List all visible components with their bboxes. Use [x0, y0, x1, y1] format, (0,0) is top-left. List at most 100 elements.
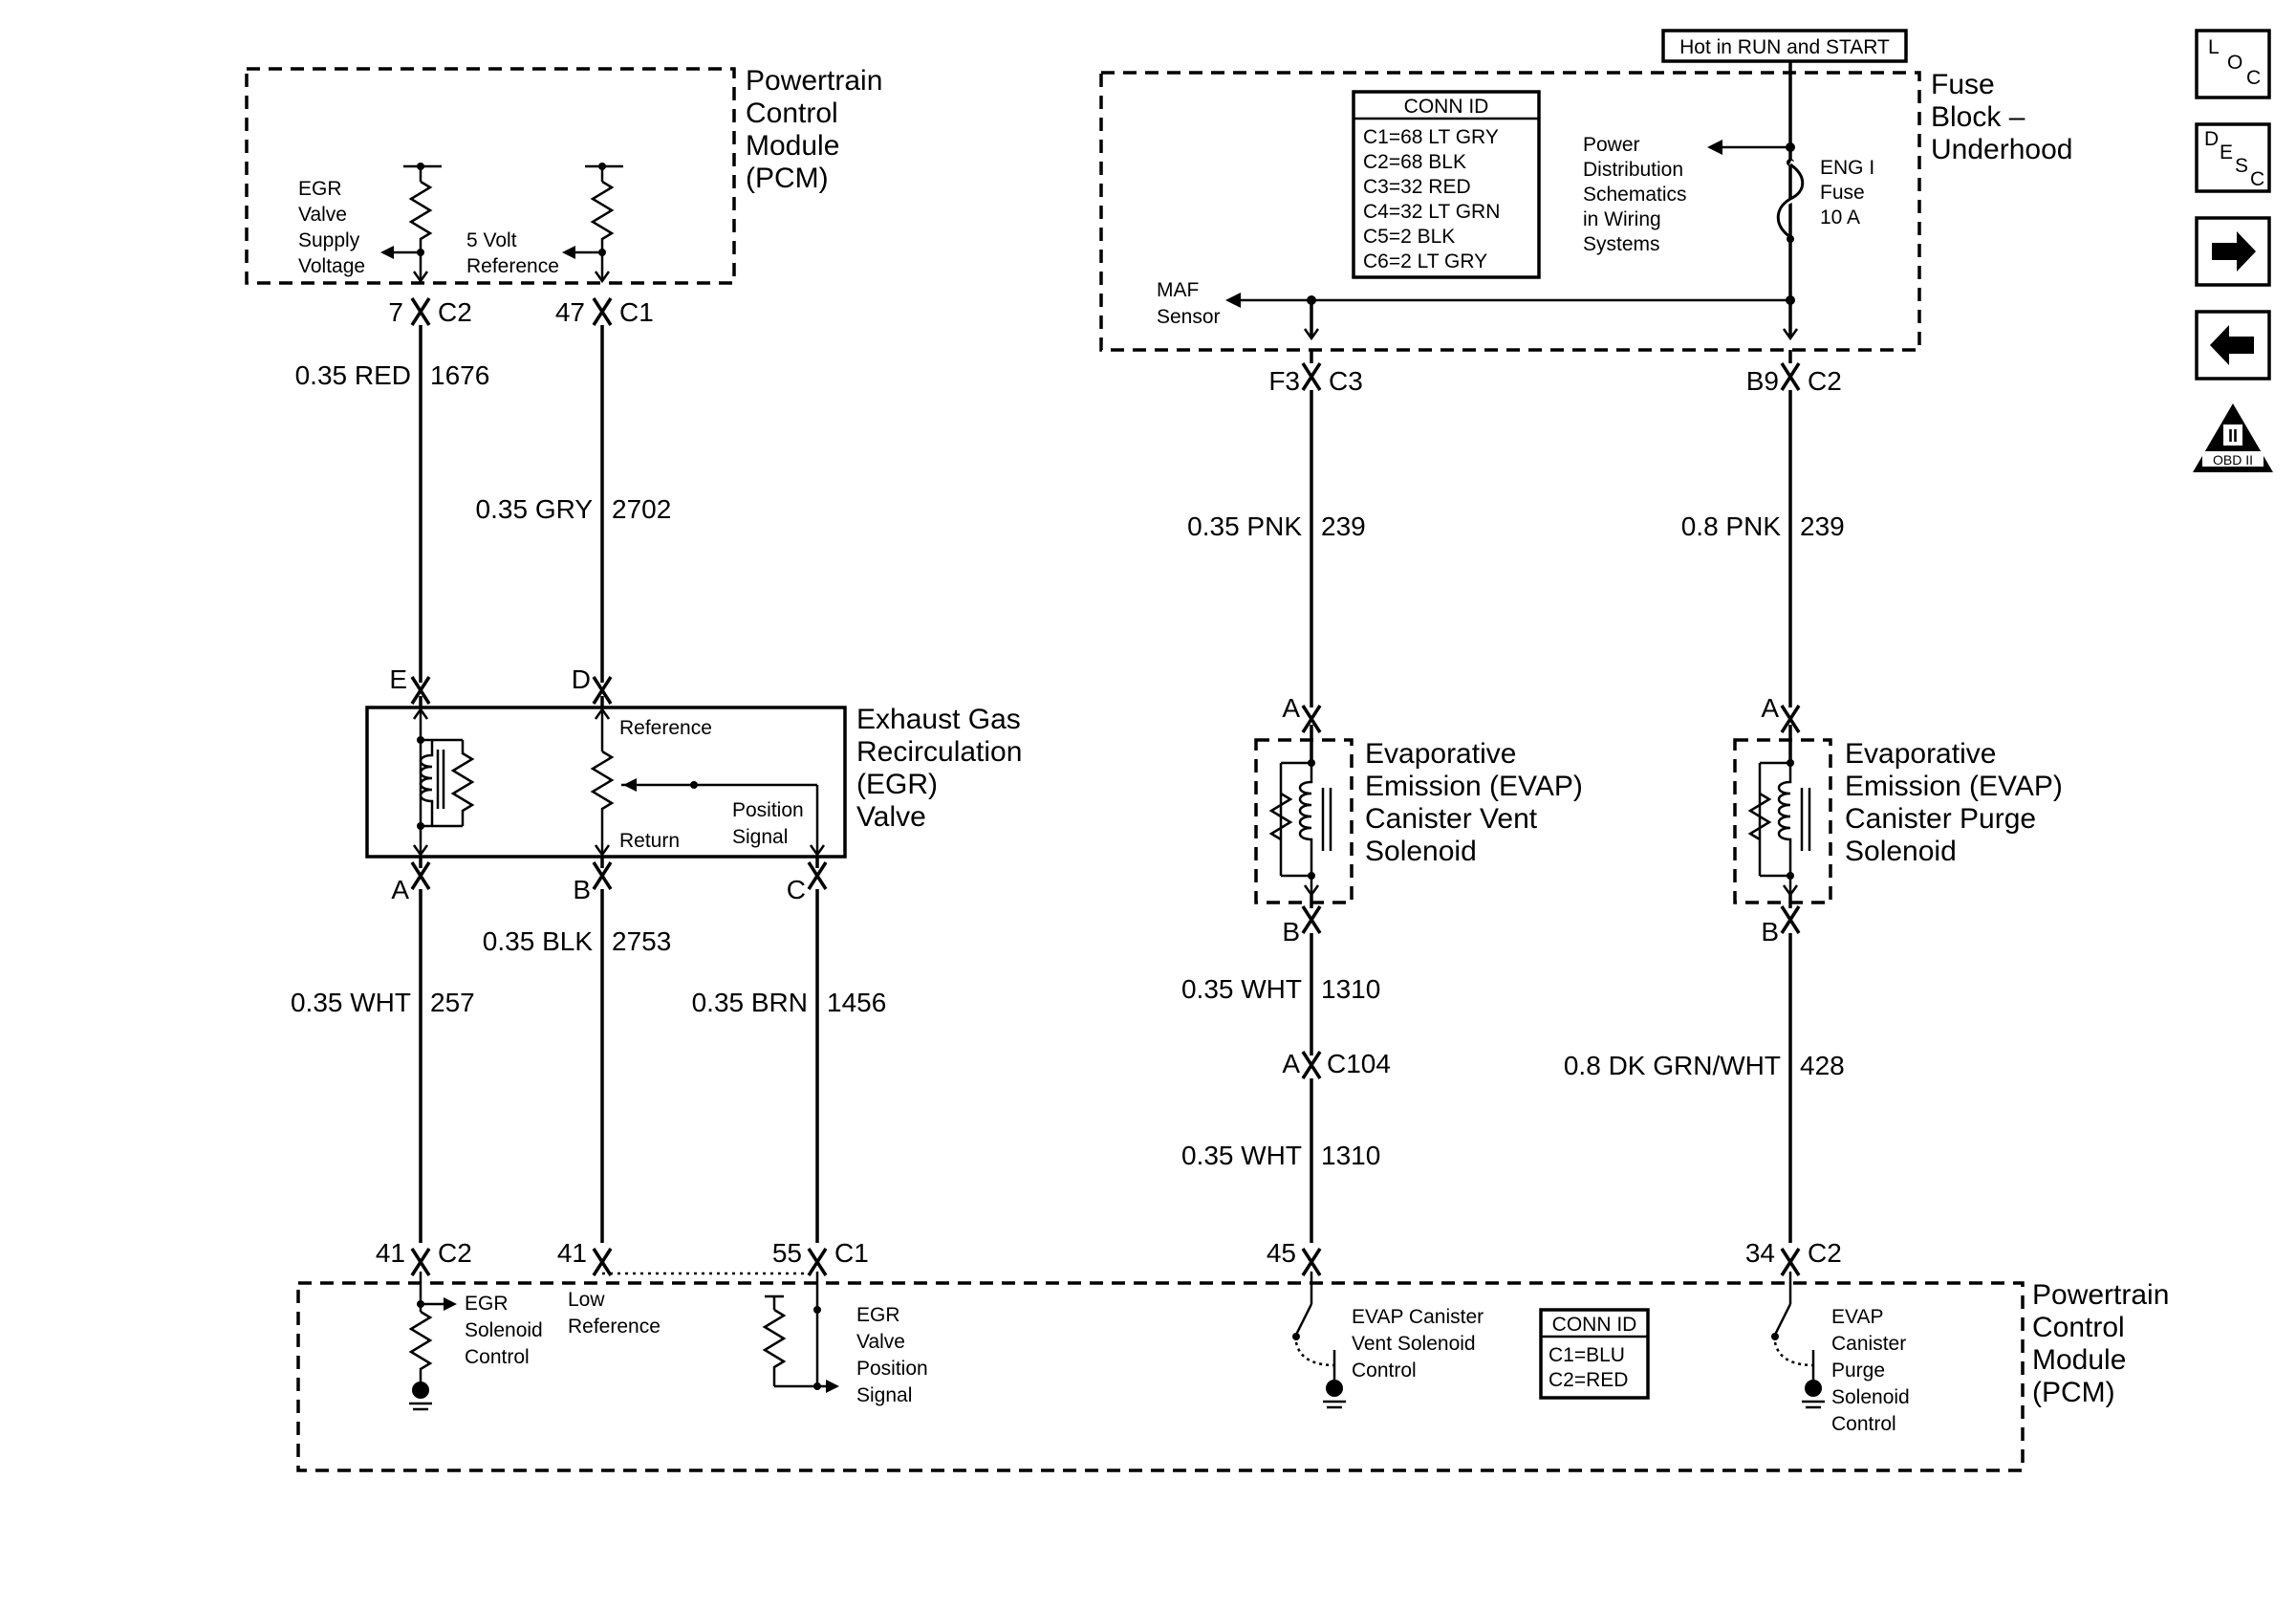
fuse-conn-c2: C2=68 BLK	[1363, 151, 1466, 173]
egr-coil-resistor	[450, 740, 475, 826]
pcm-conn-id-title: CONN ID	[1552, 1314, 1637, 1336]
egr-sol-ctrl-label-2: Solenoid	[465, 1319, 543, 1341]
egr-valve-title-4: Valve	[856, 801, 926, 833]
connector-c2-fuse: C2	[1808, 366, 1842, 396]
fuse-block: Hot in RUN and START Fuse Block – Underh…	[1099, 29, 2072, 352]
fuse-block-pins: F3 C3 B9 C2	[1268, 350, 1842, 396]
loc-icon-c: C	[2246, 67, 2261, 89]
power-dist-label-1: Power	[1583, 134, 1640, 156]
egr-position-label-1: Position	[732, 799, 804, 821]
fuse-block-title-1: Fuse	[1931, 69, 1995, 100]
wire-brn-label: 0.35 BRN	[692, 988, 808, 1017]
pin-47: 47	[555, 297, 585, 327]
obd-ii-label: OBD II	[2213, 452, 2253, 468]
pcm-conn-c2: C2=RED	[1549, 1369, 1628, 1391]
previous-page-button[interactable]	[2195, 310, 2271, 381]
egr-supply-label-4: Voltage	[298, 255, 365, 277]
vent-title-1: Evaporative	[1365, 738, 1516, 770]
power-dist-label-2: Distribution	[1583, 159, 1683, 181]
wire-pnk1-label: 0.35 PNK	[1187, 511, 1302, 541]
hot-in-run-label-box	[1661, 29, 1908, 63]
right-lower-wires: A C104 0.35 WHT 1310 0.35 WHT 1310 0.8 D…	[1181, 933, 1845, 1243]
wire-blk-number: 2753	[612, 926, 671, 956]
egr-supply-resistor	[408, 180, 433, 250]
pin-34: 34	[1745, 1238, 1775, 1268]
vent-title-2: Emission (EVAP)	[1365, 771, 1583, 802]
top-pcm-title-3: Module	[746, 130, 839, 162]
egr-sol-ctrl-label-1: EGR	[465, 1293, 509, 1315]
wire-gry-label: 0.35 GRY	[476, 494, 594, 524]
low-ref-label-2: Reference	[568, 1316, 661, 1338]
pin-55: 55	[772, 1238, 802, 1268]
egr-supply-label-2: Valve	[298, 204, 347, 226]
fuse-block-conn-id-table	[1352, 90, 1541, 279]
fuse-conn-c4: C4=32 LT GRN	[1363, 201, 1500, 223]
desc-icon-d: D	[2204, 128, 2219, 150]
connector-c2-bottom: C2	[438, 1238, 472, 1268]
vent-solenoid-coil	[1298, 763, 1313, 893]
top-left-pins: 7 C2 47 C1	[388, 296, 654, 327]
obd-ii-mark: II	[2228, 426, 2238, 446]
obd-ii-button[interactable]: II OBD II	[2193, 403, 2273, 472]
egr-valve-title-1: Exhaust Gas	[856, 704, 1021, 735]
eng-i-fuse	[1769, 160, 1811, 242]
wire-dkgrn-number: 428	[1800, 1051, 1845, 1080]
connector-c2-bottom-right: C2	[1808, 1238, 1842, 1268]
wire-pnk2-number: 239	[1800, 511, 1845, 541]
bottom-pcm-boundary	[296, 1281, 2025, 1472]
egr-pos-label-2: Valve	[856, 1331, 905, 1353]
fuse-block-boundary	[1099, 71, 1921, 352]
wire-pnk2-label: 0.8 PNK	[1681, 511, 1782, 541]
top-pcm-title-1: Powertrain	[746, 65, 882, 97]
5v-reference-resistor	[590, 180, 615, 250]
purge-ctrl-label-1: EVAP	[1831, 1306, 1883, 1328]
bottom-pcm: 41 C2 41 55 C1 45 34 C2 Powertrain Contr…	[296, 1238, 2169, 1472]
egr-solenoid-control-driver	[408, 1310, 433, 1382]
pcm-conn-c1: C1=BLU	[1549, 1344, 1625, 1366]
low-ref-label-1: Low	[568, 1289, 605, 1311]
egr-position-label-2: Signal	[732, 826, 788, 848]
pin-c-egr: C	[787, 875, 806, 904]
maf-sensor-label-1: MAF	[1157, 279, 1199, 301]
connector-c1-bottom: C1	[834, 1238, 869, 1268]
connector-c104: C104	[1327, 1049, 1391, 1078]
egr-supply-label-1: EGR	[298, 178, 342, 200]
egr-supply-label-3: Supply	[298, 229, 360, 251]
arrow-left-icon	[2210, 325, 2254, 365]
evap-purge-solenoid: A Evaporative Emission (EVAP) Canister P…	[1733, 693, 2063, 946]
wire-blk-label: 0.35 BLK	[483, 926, 594, 956]
purge-solenoid-boundary	[1733, 738, 1832, 904]
pin-b-vent: B	[1282, 917, 1300, 946]
pin-a-c104: A	[1282, 1049, 1300, 1078]
desc-icon-s: S	[2235, 155, 2248, 177]
bottom-pcm-title-2: Control	[2032, 1312, 2125, 1343]
description-button[interactable]: D E S C	[2195, 122, 2271, 193]
pin-a-purge: A	[1761, 693, 1779, 723]
fuse-conn-c6: C6=2 LT GRY	[1363, 250, 1487, 272]
power-dist-label-3: Schematics	[1583, 184, 1687, 206]
egr-reference-label: Reference	[619, 717, 712, 739]
bottom-pcm-title-4: (PCM)	[2032, 1377, 2115, 1408]
fuse-conn-c1: C1=68 LT GRY	[1363, 126, 1499, 148]
wire-wht3-label: 0.35 WHT	[1181, 1141, 1302, 1170]
connector-c1-top: C1	[619, 297, 654, 327]
next-page-button[interactable]	[2195, 216, 2271, 287]
pin-41-c2: 41	[376, 1238, 405, 1268]
wire-wht3-number: 1310	[1321, 1141, 1380, 1170]
fuse-conn-id-title: CONN ID	[1404, 96, 1489, 118]
power-dist-label-5: Systems	[1583, 233, 1660, 255]
purge-ctrl-label-4: Solenoid	[1831, 1386, 1910, 1408]
pin-45: 45	[1267, 1238, 1296, 1268]
ground-icon	[1326, 1380, 1343, 1397]
top-pcm-title-4: (PCM)	[746, 163, 829, 194]
purge-title-1: Evaporative	[1845, 738, 1996, 770]
egr-solenoid-coil	[419, 740, 434, 826]
pin-b-purge: B	[1761, 917, 1779, 946]
bottom-pcm-title-3: Module	[2032, 1344, 2126, 1376]
pin-f3: F3	[1268, 366, 1300, 396]
top-pcm-boundary	[245, 67, 736, 285]
vent-control-switch	[1294, 1303, 1313, 1336]
purge-solenoid-resistor	[1747, 792, 1772, 841]
wire-wht2-label: 0.35 WHT	[1181, 974, 1302, 1004]
location-button[interactable]: L O C	[2195, 29, 2271, 99]
